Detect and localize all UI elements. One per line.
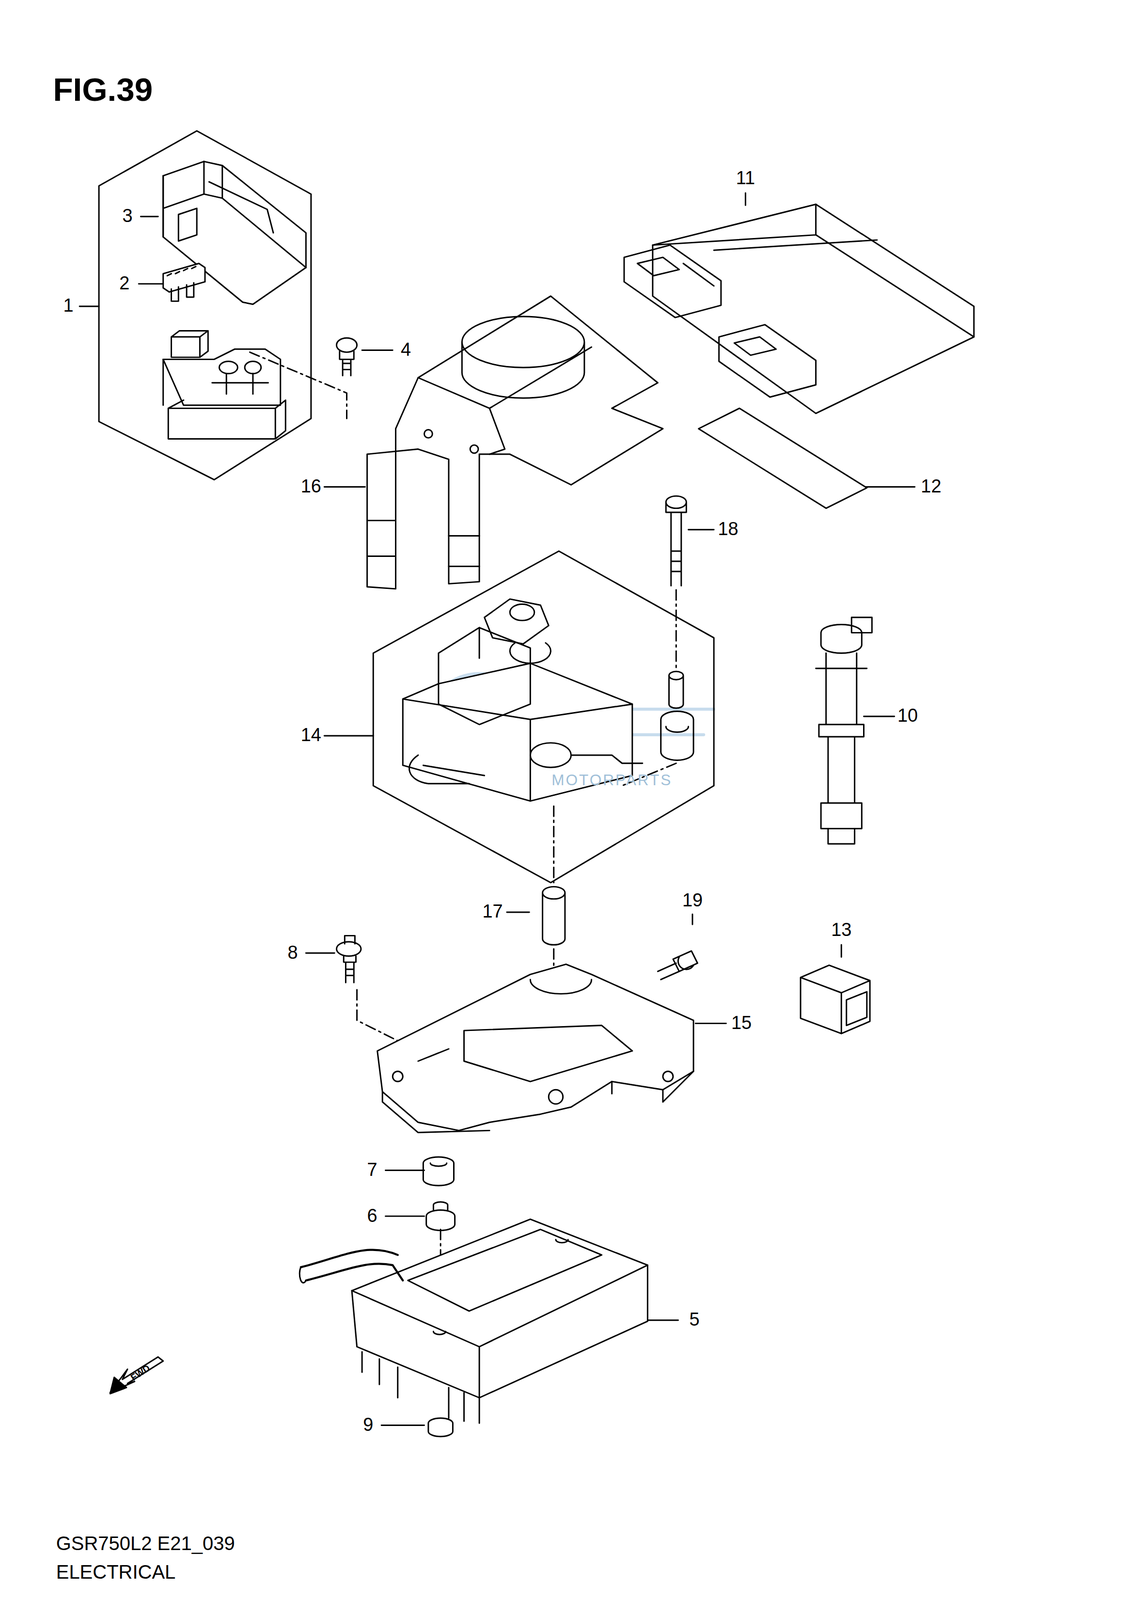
callout-number: 19 [682, 891, 703, 910]
watermark: MOTORPARTS [551, 772, 673, 788]
callout-number: 8 [287, 943, 298, 962]
callout-number: 12 [920, 477, 942, 496]
callout-number: 5 [689, 1310, 700, 1329]
callout-number: 16 [300, 477, 322, 496]
callout-number: 17 [482, 902, 503, 921]
callout-number: 9 [362, 1415, 374, 1434]
callout-number: 1 [62, 296, 74, 315]
callout-number: 7 [367, 1160, 378, 1180]
callout-number: 4 [400, 340, 411, 360]
callout-number: 13 [831, 920, 852, 940]
callout-number: 18 [718, 519, 739, 539]
callout-number: 15 [731, 1013, 752, 1033]
callout-number: 6 [367, 1206, 378, 1226]
figure-caption: ELECTRICAL [56, 1561, 176, 1582]
drawing-code: GSR750L2 E21_039 [56, 1533, 236, 1553]
callout-number: 14 [300, 725, 322, 745]
direction-mark: FWD [129, 1363, 152, 1383]
callout-number: 10 [897, 706, 918, 725]
callout-number: 11 [736, 169, 755, 188]
callout-number: 2 [119, 274, 130, 293]
callout-number: 3 [122, 206, 133, 226]
figure-title: FIG.39 [52, 73, 153, 107]
